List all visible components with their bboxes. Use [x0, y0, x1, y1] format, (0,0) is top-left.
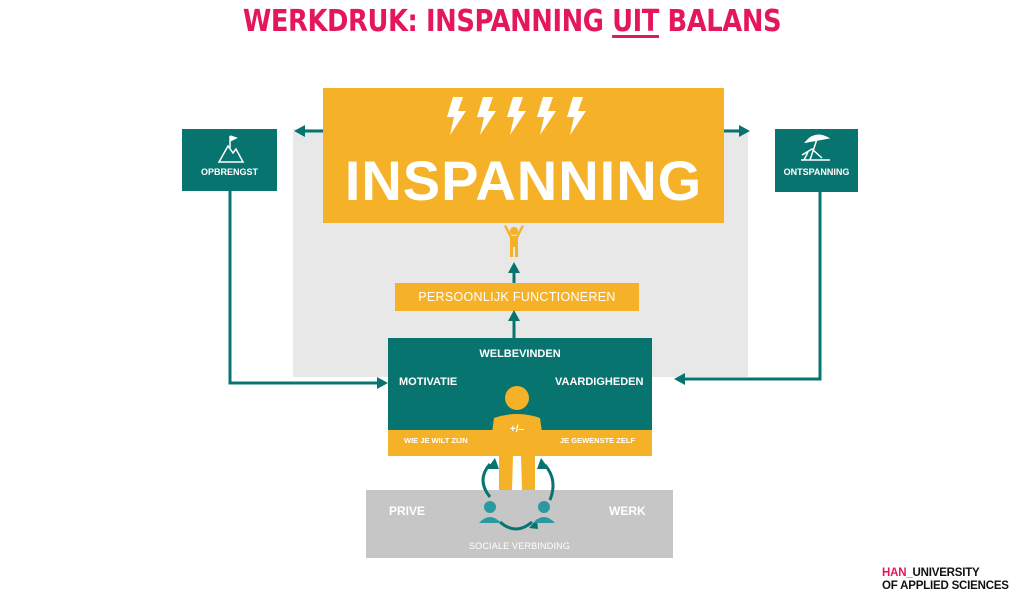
lightning-icons — [447, 97, 586, 135]
arrow-opbrengst-to-welbevinden — [228, 191, 380, 385]
arrowhead — [537, 458, 549, 469]
arrowhead — [487, 458, 499, 469]
user-icon — [533, 501, 555, 523]
cheering-person-icon — [504, 225, 524, 257]
sociale-verbinding-label: SOCIALE VERBINDING — [468, 541, 571, 551]
prive-label: PRIVE — [389, 504, 426, 518]
inspanning-box — [323, 88, 724, 223]
person-badge: +/– — [510, 424, 525, 435]
arrowhead — [674, 373, 685, 385]
user-icon — [479, 501, 501, 523]
je-gewenste-zelf-label: JE GEWENSTE ZELF — [560, 436, 636, 445]
lightning-icon — [537, 97, 556, 135]
wie-je-wilt-zijn-label: WIE JE WILT ZIJN — [404, 436, 468, 445]
lightning-icon — [507, 97, 526, 135]
han-logo: HAN_UNIVERSITY OF APPLIED SCIENCES — [882, 567, 1009, 592]
persoonlijk-functioneren-box — [395, 283, 639, 311]
lightning-icon — [447, 97, 466, 135]
arrow-ontspanning-to-welbevinden — [682, 192, 822, 381]
welbevinden-label: WELBEVINDEN — [479, 348, 561, 360]
motivatie-label: MOTIVATIE — [399, 376, 458, 388]
inspanning-label: INSPANNING — [344, 149, 703, 212]
persoonlijk-functioneren-label: PERSOONLIJK FUNCTIONEREN — [418, 290, 616, 304]
opbrengst-label: OPBRENGST — [200, 167, 258, 177]
vaardigheden-label: VAARDIGHEDEN — [555, 376, 644, 388]
prive-werk-box — [366, 490, 673, 558]
arrowhead — [294, 125, 305, 137]
page-title: WERKDRUK: INSPANNING UIT BALANS — [242, 4, 782, 39]
arrowhead — [739, 125, 750, 137]
ontspanning-label: ONTSPANNING — [783, 167, 850, 177]
lightning-icon — [567, 97, 586, 135]
lightning-icon — [477, 97, 496, 135]
werk-label: WERK — [609, 504, 646, 518]
arrowhead — [508, 262, 520, 273]
arrowhead — [377, 377, 388, 389]
mountain-flag-icon — [217, 135, 245, 163]
person-icon: +/– — [489, 386, 545, 490]
arrowhead — [508, 310, 520, 321]
beach-umbrella-icon — [801, 134, 831, 161]
